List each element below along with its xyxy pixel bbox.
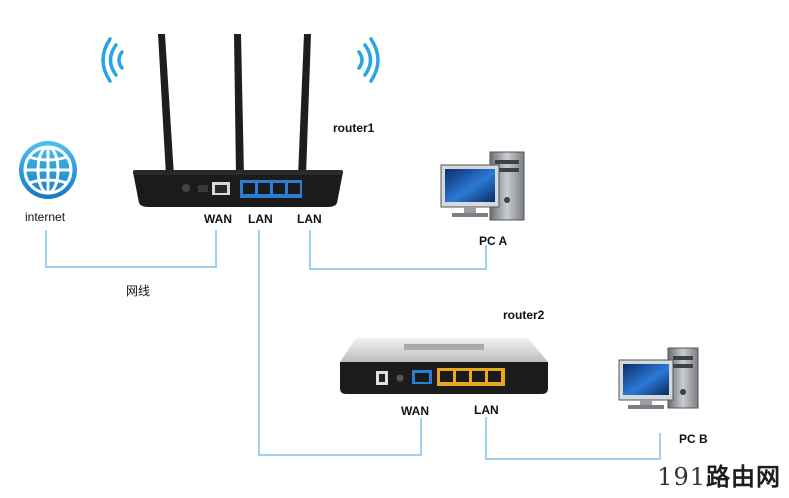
pc-b-icon — [618, 347, 699, 409]
router1-icon — [133, 34, 343, 207]
cable-lan-router2 — [258, 230, 422, 456]
wifi-icon-left — [101, 37, 124, 83]
router2-label: router2 — [503, 308, 545, 322]
router1-lan-label-2: LAN — [297, 212, 322, 226]
watermark-number: 191 — [657, 463, 706, 491]
router2-lan-label: LAN — [474, 403, 499, 417]
cable-router2-pcb — [485, 417, 661, 460]
router1-lan-label: LAN — [248, 212, 273, 226]
pc-a-icon — [440, 151, 525, 221]
wifi-icon-right — [357, 37, 380, 83]
internet-label: internet — [25, 210, 66, 224]
pc-b-label: PC B — [679, 432, 708, 446]
cable-label: 网线 — [126, 284, 151, 298]
cables — [45, 230, 661, 460]
cable-internet-wan — [45, 230, 217, 268]
watermark-text: 路由网 — [706, 463, 781, 491]
pc-a-label: PC A — [479, 234, 508, 248]
watermark: 191路由网 — [657, 457, 781, 492]
router1-label: router1 — [333, 121, 375, 135]
cable-lan-pca — [309, 230, 487, 270]
router1-wan-label: WAN — [204, 212, 232, 226]
globe-icon — [19, 141, 77, 199]
router2-wan-label: WAN — [401, 404, 429, 418]
router2-icon — [340, 338, 548, 394]
